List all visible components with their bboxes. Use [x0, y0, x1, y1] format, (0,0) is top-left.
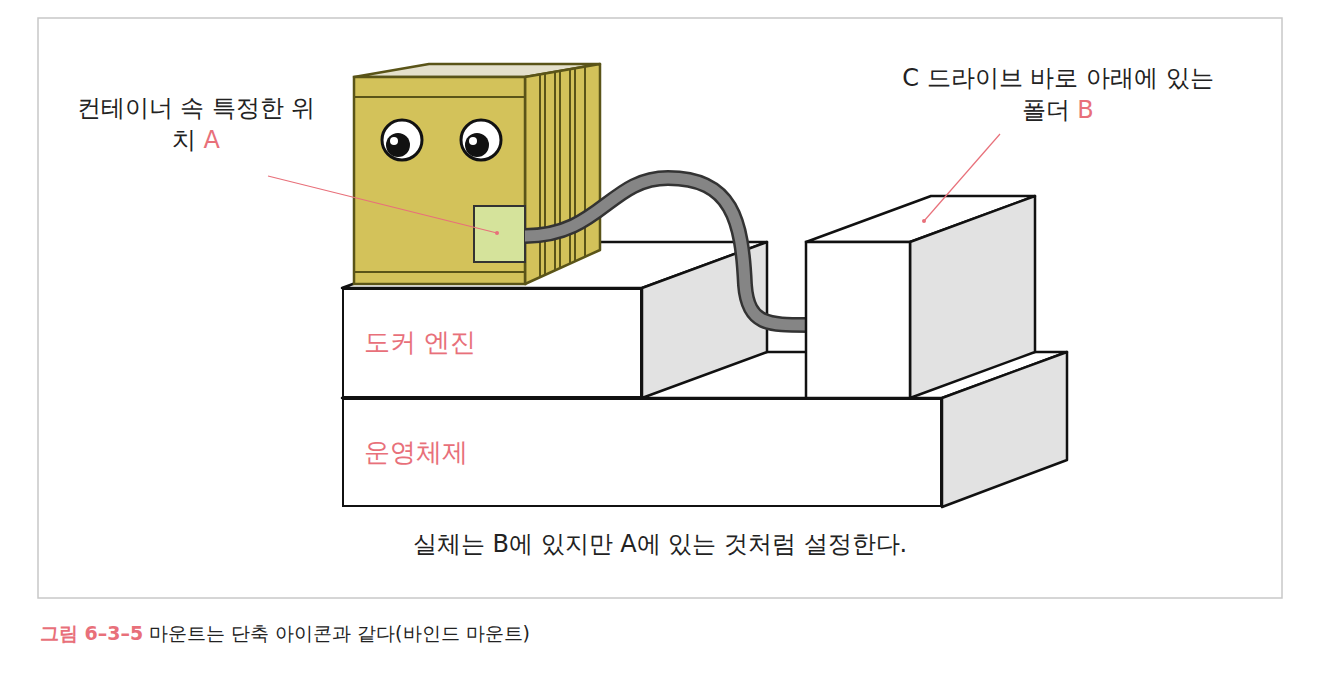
container-pupil	[465, 133, 489, 157]
callout-letter: A	[203, 126, 219, 154]
container-eye	[461, 120, 501, 160]
figure-frame	[38, 18, 1282, 598]
figure-number: 그림 6–3–5	[40, 622, 143, 644]
text-block: 그림 6–3–5 마운트는 단축 아이콘과 같다(바인드 마운트)	[40, 621, 1040, 647]
text-block: C 드라이브 바로 아래에 있는 폴더B	[893, 62, 1223, 127]
leader-dot	[495, 231, 499, 235]
container-rib	[544, 74, 546, 275]
container-eye	[382, 120, 422, 160]
leader-line	[268, 176, 497, 233]
text-block: 컨테이너 속 특정한 위치A	[71, 92, 321, 157]
leader-line	[924, 134, 1000, 221]
layer-box: 운영체제	[342, 398, 942, 507]
layer-label: 도커 엔진	[364, 327, 476, 358]
callout-letter: B	[1077, 96, 1093, 124]
text-block: 실체는 B에 있지만 A에 있는 것처럼 설정한다.	[260, 528, 1060, 560]
layer-label: 운영체제	[364, 437, 468, 468]
figure-caption: 마운트는 단축 아이콘과 같다(바인드 마운트)	[149, 622, 530, 644]
callout-label: C 드라이브 바로 아래에 있는 폴더	[902, 64, 1213, 124]
container-side	[525, 64, 600, 284]
container-band	[354, 96, 525, 98]
container-rib	[539, 74, 541, 277]
mount-point-a	[474, 206, 525, 262]
container-pupil	[386, 133, 410, 157]
leader-dot	[922, 219, 926, 223]
container-front	[354, 77, 525, 284]
folder-side-face	[910, 196, 1035, 398]
callout-label: 컨테이너 속 특정한 위치	[77, 94, 316, 154]
callout-label: 실체는 B에 있지만 A에 있는 것처럼 설정한다.	[413, 530, 907, 558]
container-eye-shine	[469, 137, 477, 145]
container-eye-shine	[390, 137, 398, 145]
folder-front-face	[806, 242, 910, 398]
container-ribs	[540, 67, 585, 278]
layer-box: 도커 엔진	[342, 288, 642, 398]
container-band	[354, 271, 525, 273]
